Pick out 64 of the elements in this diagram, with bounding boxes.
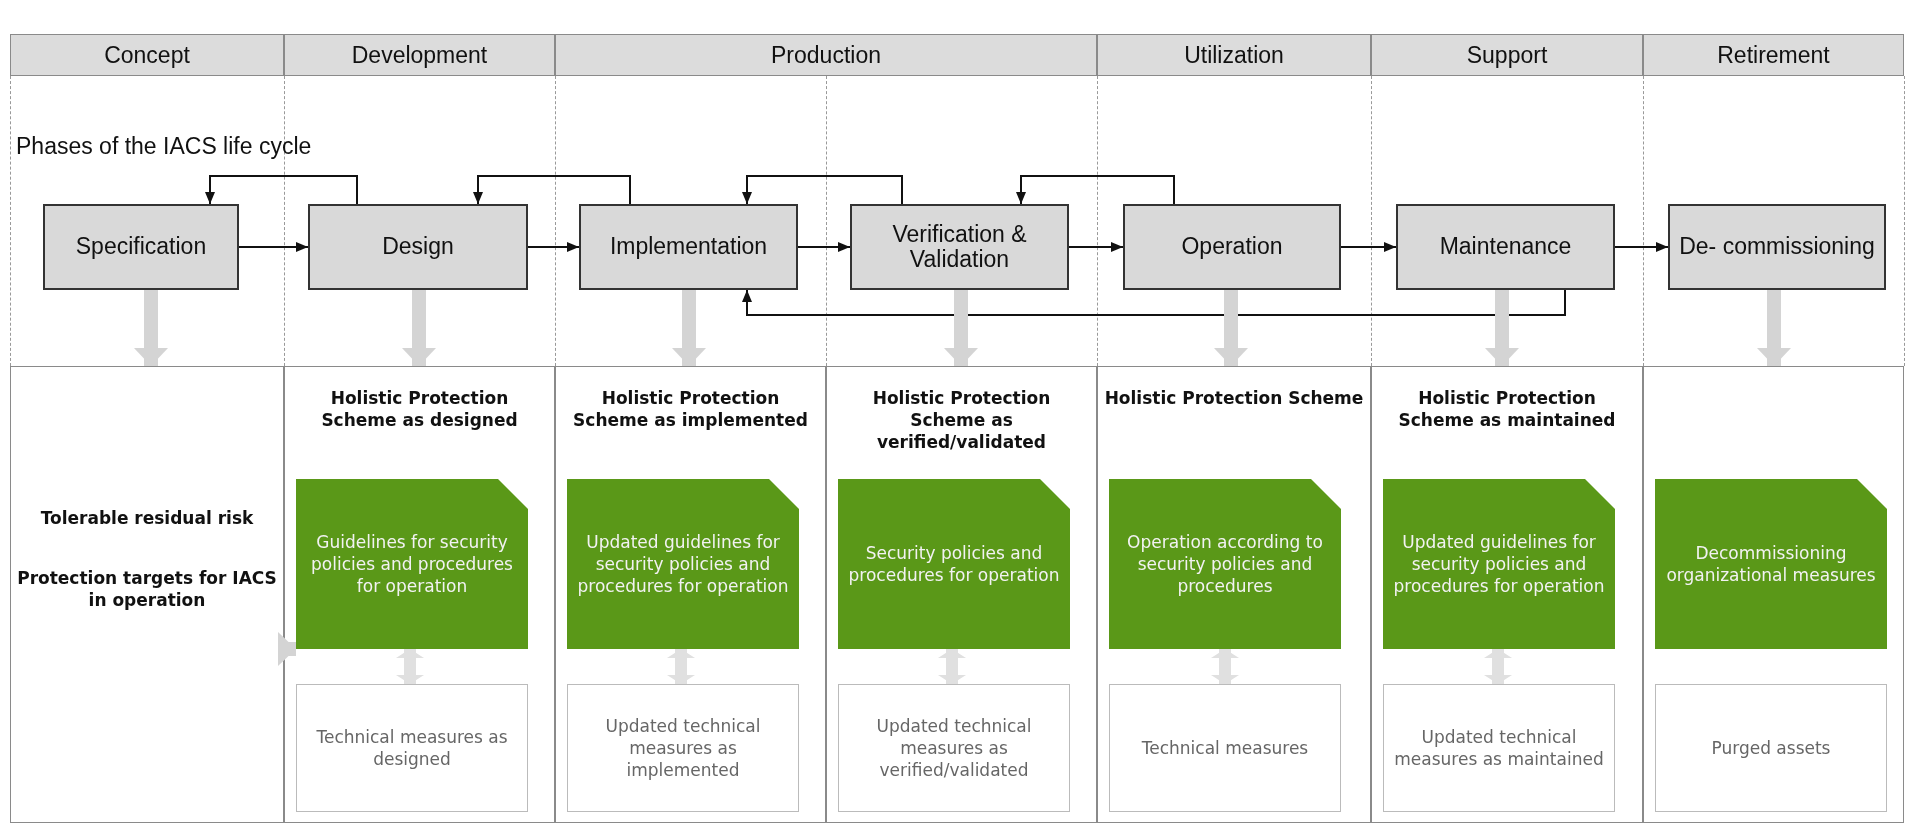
double-block-arrow xyxy=(667,649,695,684)
arrow xyxy=(473,175,631,205)
measure-box: Technical measures xyxy=(1109,684,1341,812)
header-band: Concept xyxy=(10,34,284,76)
measure-box: Updated technical measures as maintained xyxy=(1383,684,1615,812)
column-panel xyxy=(10,366,284,823)
header-band: Support xyxy=(1371,34,1643,76)
measure-box: Updated technical measures as implemented xyxy=(567,684,799,812)
arrow xyxy=(205,175,358,205)
arrow xyxy=(238,242,309,252)
panel-heading: Holistic Protection Scheme as designed xyxy=(320,387,519,432)
measure-box: Purged assets xyxy=(1655,684,1887,812)
guideline-card: Updated guidelines for security policies and procedures for operation xyxy=(1383,479,1615,649)
double-block-arrow xyxy=(396,649,424,684)
column-panel xyxy=(826,366,1097,823)
guideline-card: Updated guidelines for security policies and procedures for operation xyxy=(567,479,799,649)
arrow xyxy=(1614,242,1669,252)
panel-heading: Holistic Protection Scheme xyxy=(1104,387,1364,410)
double-block-arrow xyxy=(938,649,966,684)
arrow xyxy=(1068,242,1124,252)
block-arrow xyxy=(944,290,978,366)
process-box: Implementation xyxy=(579,204,798,290)
panel-heading: Holistic Protection Scheme as verified/validated xyxy=(871,387,1052,454)
process-box: Verification & Validation xyxy=(850,204,1069,290)
panel-heading: Holistic Protection Scheme as maintained xyxy=(1397,387,1617,432)
process-box: Specification xyxy=(43,204,239,290)
guideline-card: Operation according to security policies and procedures xyxy=(1109,479,1341,649)
block-arrow xyxy=(402,290,436,366)
double-block-arrow xyxy=(1211,649,1239,684)
block-arrow xyxy=(134,290,168,366)
header-band: Retirement xyxy=(1643,34,1904,76)
arrow xyxy=(1340,242,1397,252)
arrow xyxy=(742,289,1566,316)
arrow xyxy=(527,242,580,252)
column-panel xyxy=(555,366,826,823)
double-block-arrow xyxy=(1484,649,1512,684)
panel-heading: Holistic Protection Scheme as implemented xyxy=(572,387,809,432)
guideline-card: Decommissioning organizational measures xyxy=(1655,479,1887,649)
guideline-card: Security policies and procedures for operation xyxy=(838,479,1070,649)
measure-box: Technical measures as designed xyxy=(296,684,528,812)
process-box: Design xyxy=(308,204,528,290)
block-arrow xyxy=(1757,290,1791,366)
process-box: Maintenance xyxy=(1396,204,1615,290)
header-band: Utilization xyxy=(1097,34,1371,76)
column-panel xyxy=(1371,366,1643,823)
column-panel xyxy=(1097,366,1371,823)
block-arrow xyxy=(278,632,296,666)
process-box: Operation xyxy=(1123,204,1341,290)
risk-label: Tolerable residual risk xyxy=(39,507,255,530)
block-arrow xyxy=(672,290,706,366)
block-arrow xyxy=(1214,290,1248,366)
arrow xyxy=(797,242,851,252)
column-panel xyxy=(1643,366,1904,823)
process-box: De- commissioning xyxy=(1668,204,1886,290)
arrow xyxy=(742,175,903,205)
target-label: Protection targets for IACS in operation xyxy=(16,567,278,612)
column-panel xyxy=(284,366,555,823)
guideline-card: Guidelines for security policies and procedures for operation xyxy=(296,479,528,649)
section-title: Phases of the IACS life cycle xyxy=(16,133,312,160)
block-arrow xyxy=(1485,290,1519,366)
header-band: Production xyxy=(555,34,1097,76)
header-band: Development xyxy=(284,34,555,76)
measure-box: Updated technical measures as verified/validated xyxy=(838,684,1070,812)
arrow xyxy=(1016,175,1175,205)
